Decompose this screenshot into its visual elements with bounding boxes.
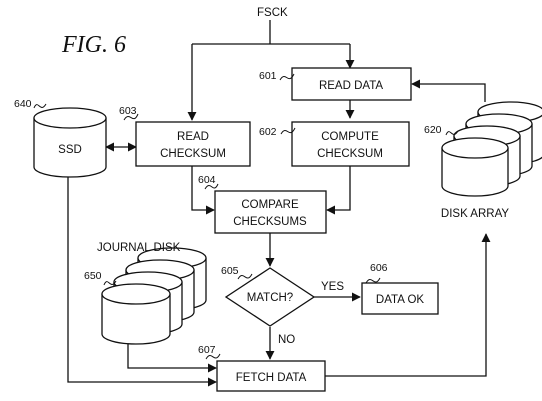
disk-array-ref: 620 <box>424 124 442 136</box>
compute-checksum-label-2: CHECKSUM <box>317 148 383 160</box>
compare-checksums-label-2: CHECKSUMS <box>233 216 307 228</box>
read-data-node: READ DATA 601 <box>259 67 412 101</box>
compute-checksum-label-1: COMPUTE <box>321 131 379 143</box>
read-checksum-ref: 603 <box>119 105 137 117</box>
fsck-label: FSCK <box>257 7 288 19</box>
data-ok-ref: 606 <box>370 262 388 274</box>
compare-checksums-label-1: COMPARE <box>241 199 299 211</box>
fetch-data-label: FETCH DATA <box>236 372 307 384</box>
compute-checksum-ref: 602 <box>259 126 277 138</box>
read-checksum-node: READ CHECKSUM 603 <box>119 105 251 167</box>
read-checksum-label-2: CHECKSUM <box>160 148 226 160</box>
figure-label: FIG. 6 <box>61 32 126 58</box>
match-decision-node: MATCH? 605 YES NO <box>221 265 344 346</box>
journal-disk-icon: JOURNAL DISK 650 <box>84 242 207 345</box>
compare-checksums-node: COMPARE CHECKSUMS 604 <box>198 174 327 234</box>
read-data-label: READ DATA <box>319 80 383 92</box>
compute-checksum-node: COMPUTE CHECKSUM 602 <box>259 121 410 167</box>
no-label: NO <box>278 334 295 346</box>
fetch-data-ref: 607 <box>198 344 216 356</box>
journal-disk-ref: 650 <box>84 270 102 282</box>
ssd-cylinder: SSD 640 <box>14 98 107 178</box>
fetch-data-node: FETCH DATA 607 <box>198 344 326 392</box>
data-ok-label: DATA OK <box>376 294 424 306</box>
compare-checksums-ref: 604 <box>198 174 216 186</box>
disk-array-icon: DISK ARRAY 620 <box>424 101 542 220</box>
ssd-ref: 640 <box>14 98 32 110</box>
connectors <box>67 20 491 387</box>
yes-label: YES <box>321 281 344 293</box>
match-label: MATCH? <box>247 292 293 304</box>
read-checksum-label-1: READ <box>177 131 209 143</box>
read-data-ref: 601 <box>259 70 277 82</box>
data-ok-node: DATA OK 606 <box>361 262 439 315</box>
match-ref: 605 <box>221 265 239 277</box>
journal-disk-label: JOURNAL DISK <box>97 242 181 254</box>
ssd-label: SSD <box>58 144 82 156</box>
disk-array-label: DISK ARRAY <box>441 208 509 220</box>
